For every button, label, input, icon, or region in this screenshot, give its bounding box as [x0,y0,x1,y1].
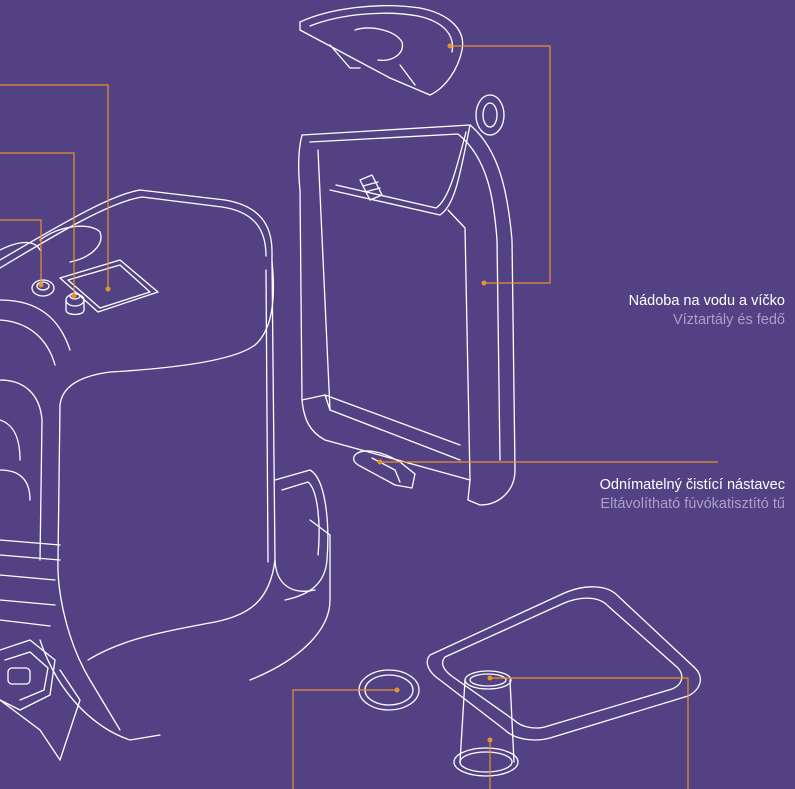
leader-capsule [490,677,689,789]
leader-dot-capsule [487,675,493,681]
leader-dot-water-tank-lid [447,43,453,49]
leader-dot-capsule-base [487,737,493,743]
label-water-tank: Nádoba na vodu a víčko Víztartály és fed… [629,292,785,330]
label-cleaning-tool: Odnímatelný čistící nástavec Eltávolítha… [600,476,785,514]
label-water-tank-hu: Víztartály és fedő [672,312,785,328]
machine-body [0,189,331,761]
label-water-tank-cz: Nádoba na vodu a víčko [628,293,785,309]
leader-display [0,84,109,288]
leader-button-left [0,219,42,284]
leader-dot-button-right [71,293,77,299]
water-tank [298,5,516,506]
leader-dot-descaling-disk [394,687,400,693]
leader-dots [38,43,493,743]
leader-descaling-disk [292,689,395,789]
leader-button-right [0,152,75,295]
leader-dot-cleaning-tool [377,459,383,465]
label-cleaning-tool-hu: Eltávolítható fúvókatisztító tű [600,496,785,512]
leader-water-tank [448,45,551,284]
leader-dot-display [105,286,111,292]
drip-tray-and-capsule [358,586,701,777]
leader-dot-water-tank [481,280,487,286]
leader-dot-button-left [38,282,44,288]
label-cleaning-tool-cz: Odnímatelný čistící nástavec [599,477,785,493]
leader-lines [0,45,718,789]
